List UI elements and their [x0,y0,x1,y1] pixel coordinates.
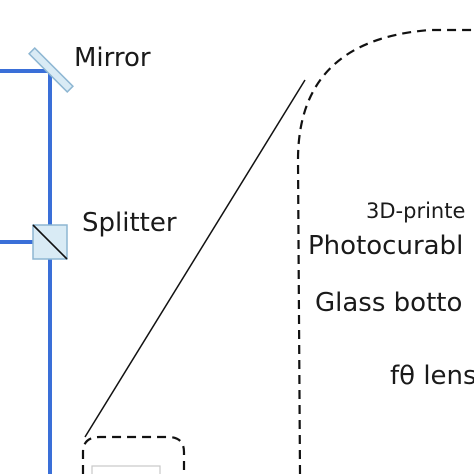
printed-object-label: 3D-printe [366,199,465,223]
sample-holder-outline [91,465,161,474]
mirror-label: Mirror [74,43,151,73]
splitter-optic [32,224,68,260]
photocurable-resin-label: Photocurabl [308,231,463,261]
enlarged-view-dashed-box [296,28,474,474]
mirror-optic [28,47,74,93]
small-dashed-region [81,435,186,474]
splitter-diagonal [32,224,68,260]
zoom-projection-line [84,79,306,438]
ftheta-lens-label: fθ lens [390,361,474,391]
mirror-icon [28,47,74,93]
glass-bottom-label: Glass botto [315,288,462,318]
splitter-label: Splitter [82,208,177,238]
laser-beam-paths [0,69,52,474]
